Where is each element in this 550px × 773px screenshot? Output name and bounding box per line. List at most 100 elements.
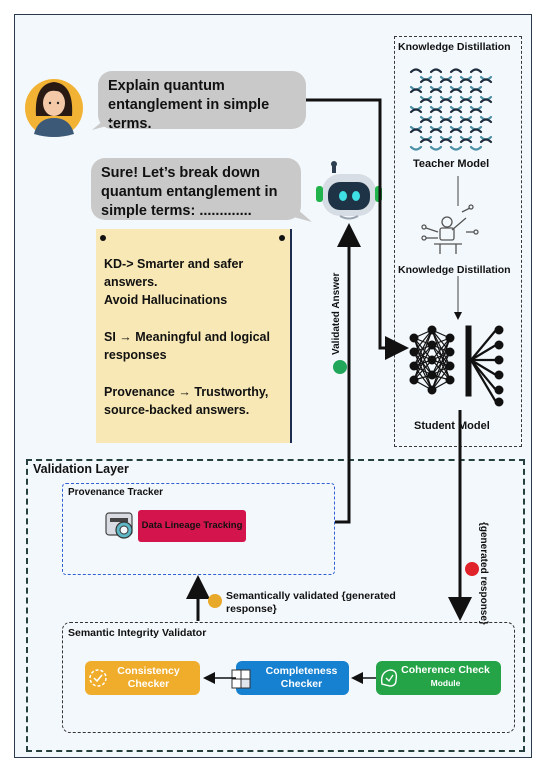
user-message-bubble: Explain quantum entanglement in simple t… [98, 71, 306, 132]
teacher-grid-stroke [459, 138, 473, 144]
semantically-validated-line: response} [226, 603, 277, 615]
student-node [445, 361, 455, 371]
student-output-edge [470, 329, 497, 361]
provenance-tracker-box [62, 483, 335, 575]
consistency-checker: Consistency Checker [85, 661, 200, 695]
teacher-model-label: Teacher Model [413, 158, 490, 170]
student-output-node [494, 370, 504, 380]
teacher-grid-stroke [439, 78, 453, 84]
kd-icon-label: Knowledge Distillation [398, 264, 511, 276]
note-block-kd: KD-> Smarter and safer answers. Avoid Ha… [104, 255, 243, 309]
completeness-label-line: Completeness [265, 665, 338, 677]
consistency-label-line: Consistency [117, 665, 180, 677]
teacher-grid-stroke [449, 128, 463, 134]
student-node [445, 347, 455, 357]
student-node [409, 375, 419, 385]
note-line: answers. [104, 275, 158, 289]
semantically-validated-label: Semantically validated {generated respon… [226, 590, 396, 616]
teacher-grid-stroke [449, 88, 463, 94]
semantically-validated-line: Semantically validated {generated [226, 590, 396, 602]
student-edge [431, 337, 451, 376]
student-node [427, 385, 437, 395]
kd-panel-title: Knowledge Distillation [398, 41, 511, 53]
student-output-node [494, 325, 504, 335]
teacher-grid-stroke [419, 118, 433, 124]
student-node [427, 370, 437, 380]
teacher-grid-stroke [469, 88, 483, 94]
user-message-line: Explain quantum [108, 78, 225, 94]
consistency-label-line: Checker [127, 678, 170, 690]
teacher-grid-stroke [419, 138, 433, 144]
teacher-grid-stroke [449, 145, 463, 151]
teacher-grid-stroke [479, 118, 493, 124]
note-block-provenance: Provenance → Trustworthy, source-backed … [104, 383, 268, 419]
student-node [409, 361, 419, 371]
benefits-note [96, 229, 292, 443]
student-edge [431, 337, 451, 391]
red-status-dot [465, 562, 479, 576]
student-output-node [494, 385, 504, 395]
teacher-grid-stroke [409, 128, 423, 134]
teacher-grid-stroke [419, 78, 433, 84]
note-line: Provenance → Trustworthy, [104, 385, 269, 399]
teacher-grid-stroke [469, 128, 483, 134]
teacher-grid-stroke [469, 145, 483, 151]
teacher-grid-stroke [439, 138, 453, 144]
teacher-grid-stroke [479, 98, 493, 104]
teacher-grid-stroke [449, 68, 463, 74]
student-node [445, 375, 455, 385]
bot-message-line: Sure! Let’s break down [101, 165, 260, 181]
teacher-grid-stroke [409, 88, 423, 94]
note-line: responses [104, 348, 167, 362]
student-edge [431, 337, 451, 361]
note-spine [290, 229, 292, 443]
note-line: Avoid Hallucinations [104, 293, 228, 307]
teacher-grid-stroke [429, 128, 443, 134]
completeness-label-line: Checker [280, 678, 323, 690]
note-line: KD-> Smarter and safer [104, 257, 244, 271]
teacher-grid-stroke [439, 98, 453, 104]
semantic-validator-title: Semantic Integrity Validator [68, 627, 207, 639]
teacher-grid-stroke [419, 98, 433, 104]
note-line: source-backed answers. [104, 403, 250, 417]
student-node [427, 340, 437, 350]
student-model-label: Student Model [414, 420, 490, 432]
coherence-title: Coherence Check [401, 664, 490, 676]
student-output-node [494, 355, 504, 365]
teacher-grid-stroke [429, 108, 443, 114]
student-edge [431, 351, 451, 391]
teacher-grid-stroke [449, 108, 463, 114]
student-output-node [494, 397, 504, 407]
student-node [409, 347, 419, 357]
teacher-grid-stroke [479, 138, 493, 144]
teacher-grid-stroke [429, 88, 443, 94]
bot-message-line: simple terms: ............. [101, 203, 252, 219]
student-output-edge [470, 359, 497, 403]
teacher-grid-stroke [409, 68, 423, 74]
green-status-dot [333, 360, 347, 374]
student-node [409, 333, 419, 343]
teacher-grid-stroke [459, 98, 473, 104]
validation-layer [26, 459, 525, 752]
student-output-edge [470, 359, 497, 376]
user-message-line: terms. [108, 116, 152, 132]
note-line: SI → Meaningful and logical [104, 330, 270, 344]
user-message-line: entanglement in simple [108, 97, 270, 113]
student-node [427, 355, 437, 365]
semantic-integrity-validator-box [62, 622, 515, 733]
student-edge [431, 365, 451, 391]
student-node [427, 325, 437, 335]
teacher-grid-stroke [469, 68, 483, 74]
yellow-status-dot [208, 594, 222, 608]
student-edge [413, 329, 433, 367]
student-edge [413, 329, 433, 353]
student-output-node [494, 340, 504, 350]
teacher-grid-stroke [429, 145, 443, 151]
